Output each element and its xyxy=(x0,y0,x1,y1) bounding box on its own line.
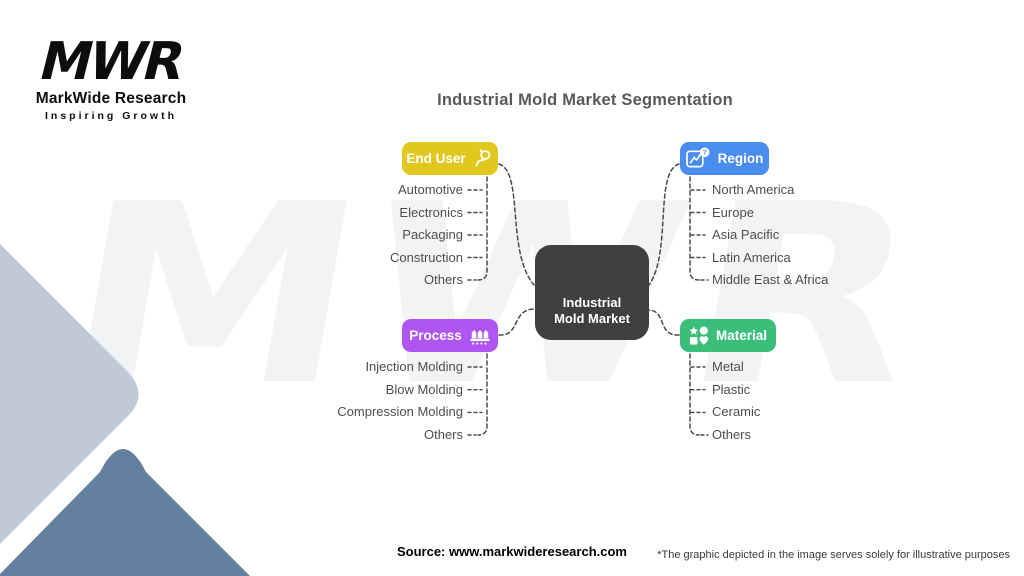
material-items-list: Metal Plastic Ceramic Others xyxy=(712,356,760,447)
center-node: Industrial Mold Market xyxy=(535,245,649,340)
process-list-line xyxy=(477,353,488,436)
end-user-node: End User xyxy=(402,142,498,175)
list-item: Electronics xyxy=(399,204,463,220)
connector-end-user-curve xyxy=(498,163,535,286)
disclaimer-text: *The graphic depicted in the image serve… xyxy=(657,549,1010,561)
list-item: Middle East & Africa xyxy=(712,272,829,287)
list-item: Others xyxy=(423,427,463,443)
region-list-line xyxy=(689,176,700,281)
list-item: Metal xyxy=(712,359,744,374)
connector-process-curve xyxy=(498,308,535,336)
logo: MWR MarkWide Research Inspiring Growth xyxy=(33,32,188,122)
logo-monogram: MWR xyxy=(33,32,189,92)
connector-material-curve xyxy=(648,309,680,336)
list-item: Automotive xyxy=(397,182,463,197)
list-item: Packaging xyxy=(402,227,463,242)
list-item: Ceramic xyxy=(712,404,761,420)
line-chart-question-icon: ? xyxy=(685,147,711,170)
item-stub-lines xyxy=(467,189,709,436)
center-node-label-line1: Industrial xyxy=(562,295,622,310)
person-icon xyxy=(473,148,494,169)
material-list-line xyxy=(689,353,700,436)
process-node-label: Process xyxy=(409,328,462,343)
list-item: Latin America xyxy=(712,249,791,265)
center-node-label-line2: Mold Market xyxy=(554,311,630,326)
diagram-title: Industrial Mold Market Segmentation xyxy=(437,91,733,109)
list-item: Compression Molding xyxy=(337,404,463,420)
logo-tagline: Inspiring Growth xyxy=(45,110,177,122)
list-item: Injection Molding xyxy=(365,359,463,374)
list-item: Others xyxy=(712,427,752,443)
list-item: Europe xyxy=(712,204,754,220)
end-user-items-list: Automotive Electronics Packaging Constru… xyxy=(390,179,463,292)
decor-light-diamond xyxy=(0,244,139,544)
list-item: Construction xyxy=(390,249,463,265)
list-item: Blow Molding xyxy=(385,381,463,397)
decor-dark-diamond xyxy=(0,449,250,576)
connector-region-curve xyxy=(648,163,680,286)
process-items-list: Injection Molding Blow Molding Compressi… xyxy=(337,356,463,447)
region-items-list: North America Europe Asia Pacific Latin … xyxy=(712,179,828,292)
logo-name: MarkWide Research xyxy=(35,90,187,107)
end-user-node-label: End User xyxy=(406,151,466,166)
region-node: ? Region xyxy=(680,142,769,175)
process-node: Process xyxy=(402,319,498,352)
question-mark-glyph: ? xyxy=(702,149,706,157)
list-item: North America xyxy=(712,182,795,197)
factory-icon xyxy=(469,325,491,346)
source-text: Source: www.markwideresearch.com xyxy=(396,544,627,559)
material-node: Material xyxy=(680,319,776,352)
list-item: Asia Pacific xyxy=(712,227,780,242)
material-node-label: Material xyxy=(715,328,768,343)
end-user-list-line xyxy=(477,176,488,281)
list-item: Others xyxy=(423,272,463,287)
shapes-icon xyxy=(689,326,709,346)
region-node-label: Region xyxy=(717,151,764,166)
list-item: Plastic xyxy=(712,381,751,397)
